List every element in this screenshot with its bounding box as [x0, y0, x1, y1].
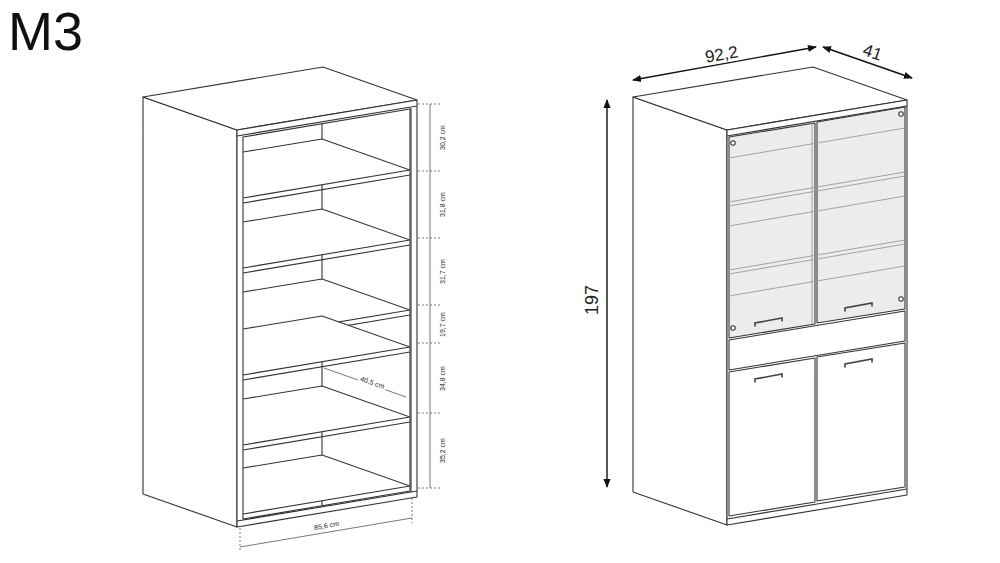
shelf-gap-dimension: 30,2 cm: [439, 125, 446, 150]
handle: [845, 359, 872, 367]
glass-shelf: [729, 266, 905, 296]
shelf-gap-dimension: 34,8 cm: [439, 366, 446, 391]
closed-cabinet: [633, 60, 907, 525]
shelf-gap-dimension: 35,2 cm: [439, 438, 446, 463]
glass-interior: [729, 60, 905, 340]
hinge: [731, 141, 735, 145]
glass-shelf: [729, 176, 905, 206]
shelf-gap-dimension: 31,8 cm: [439, 192, 446, 217]
lower-door: [729, 358, 815, 516]
model-title: M3: [8, 4, 83, 58]
frame-strip: [410, 108, 411, 492]
tick: [418, 413, 440, 414]
tick: [418, 238, 440, 239]
tick: [240, 528, 241, 552]
glass-shelf: [729, 240, 905, 270]
tick: [418, 488, 440, 489]
shelf-edge: [243, 422, 410, 450]
front-face: [727, 100, 907, 525]
hinge: [899, 112, 903, 116]
inner-width-dimension: 85,6 cm: [311, 519, 341, 531]
glass-shelf: [729, 128, 905, 158]
opening: [243, 109, 410, 519]
shelf-gap-dimension: 31,7 cm: [439, 259, 446, 284]
tick: [418, 171, 440, 172]
shelf-edge: [243, 175, 410, 203]
shelf-edge: [243, 352, 410, 380]
width-dimension-line: [240, 518, 412, 547]
glass-shelf: [729, 196, 905, 226]
height-arrow: [606, 100, 607, 487]
back-corner: [812, 60, 813, 340]
glass-shelf: [729, 244, 905, 274]
dimension-line: [430, 104, 431, 488]
glass-shelf: [729, 172, 905, 202]
bottom-board: [243, 455, 410, 514]
shelf-edge: [243, 245, 410, 273]
handle: [755, 318, 782, 326]
open-cabinet: [143, 60, 417, 527]
depth-dimension-line: [324, 368, 406, 397]
tick: [418, 104, 440, 105]
overall-dimensions: [607, 47, 912, 487]
tick: [412, 498, 413, 523]
interior: [243, 60, 410, 520]
side-panel: [143, 97, 237, 527]
hinge: [731, 326, 735, 330]
front-frame: [237, 100, 417, 527]
handle: [755, 374, 782, 382]
handle: [845, 303, 872, 311]
side-panel: [633, 97, 727, 525]
lower-door: [817, 343, 905, 501]
glass-door: [817, 107, 905, 323]
tick: [418, 305, 440, 306]
glass-door: [729, 123, 815, 338]
height-dimension: 197: [583, 285, 601, 315]
dimension-chain: [240, 104, 440, 552]
hinge: [899, 297, 903, 301]
shelf-gap-dimension: 19,7 cm: [439, 312, 446, 337]
handles: [755, 303, 872, 382]
tick: [418, 343, 440, 344]
